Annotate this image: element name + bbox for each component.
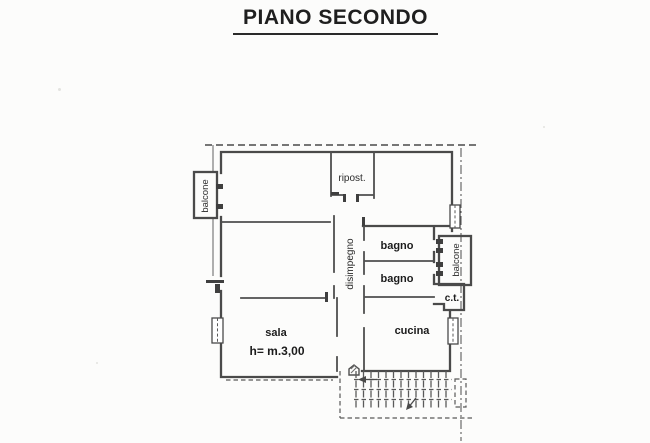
stair-treads-row (355, 390, 451, 398)
label-balcone-left: balcone (200, 179, 211, 212)
staircase-outline (226, 371, 473, 419)
label-bagno-lower: bagno (381, 273, 414, 285)
stair-treads-row (355, 380, 451, 388)
scan-speck (543, 126, 545, 128)
interior-walls (221, 151, 435, 372)
page-title: PIANO SECONDO (233, 6, 438, 35)
label-bagno-upper: bagno (381, 240, 414, 252)
label-sala-height: h= m.3,00 (249, 344, 304, 358)
staircase-right-bracket (454, 378, 467, 408)
balcony-left-outline (192, 170, 219, 220)
label-sala: sala (265, 327, 287, 339)
door-jambs (206, 184, 443, 302)
label-ripostiglio: ripost. (338, 173, 365, 184)
balcony-right-outline (437, 234, 473, 287)
balcony-left (192, 170, 219, 220)
balcony-right (437, 234, 473, 287)
scan-speck (58, 88, 61, 91)
stair-treads-row (355, 400, 451, 408)
scan-speck (96, 362, 98, 364)
label-cucina: cucina (395, 325, 431, 337)
staircase (226, 371, 473, 419)
label-ct: c.t. (445, 293, 460, 304)
windows (211, 204, 461, 345)
label-disimpegno: disimpegno (345, 238, 356, 290)
stair-treads-row (355, 371, 451, 378)
label-balcone-right: balcone (451, 243, 462, 276)
